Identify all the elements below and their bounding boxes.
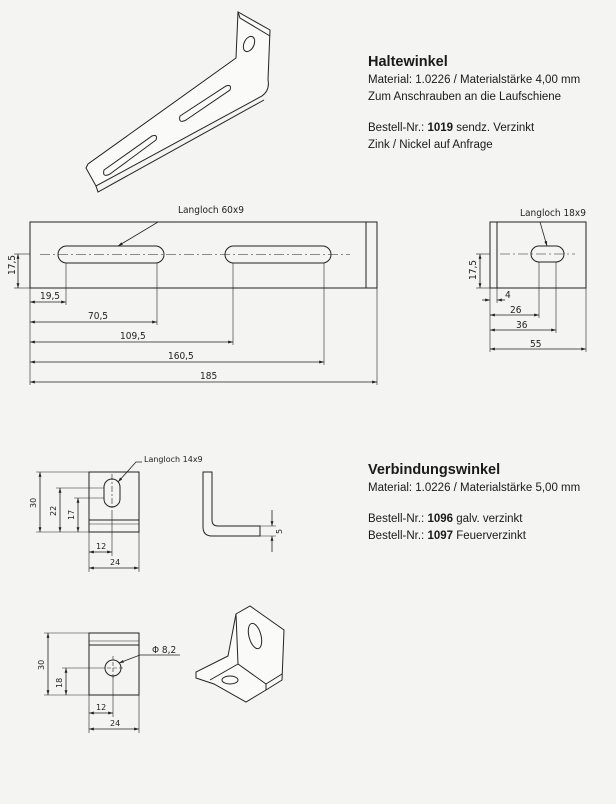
dim-vw1-30: 30: [29, 498, 38, 508]
verbindungswinkel-side-profile: [202, 471, 276, 552]
dim-4: 4: [505, 290, 511, 301]
label-hole-diameter: Φ 8,2: [152, 645, 176, 656]
dim-vw1-22: 22: [49, 506, 58, 516]
order-number: 1019: [427, 122, 454, 134]
order-number: 1096: [427, 513, 454, 525]
dim-36: 36: [516, 320, 528, 331]
verbindungswinkel-order-1: Bestell-Nr.: 1096 galv. verzinkt: [368, 511, 580, 528]
haltewinkel-front-view: [14, 221, 378, 385]
dim-side-17-5: 17,5: [468, 260, 479, 280]
order-prefix: Bestell-Nr.:: [368, 513, 428, 525]
dim-19-5: 19,5: [40, 291, 60, 302]
dim-vw2-30: 30: [37, 660, 46, 670]
dim-vw1-12: 12: [96, 542, 106, 551]
order-prefix: Bestell-Nr.:: [368, 122, 428, 134]
order-suffix: Feuerverzinkt: [453, 530, 526, 542]
dim-vw1-24: 24: [110, 558, 120, 567]
dim-vw1-17: 17: [67, 510, 76, 520]
haltewinkel-options: Zink / Nickel auf Anfrage: [368, 139, 493, 151]
dim-109-5: 109,5: [120, 331, 146, 342]
verbindungswinkel-hole-front-view: [44, 632, 180, 733]
dim-26: 26: [510, 305, 522, 316]
order-suffix: galv. verzinkt: [453, 513, 523, 525]
label-slot-60x9: Langloch 60x9: [178, 205, 244, 216]
dim-front-17-5: 17,5: [7, 255, 18, 275]
verbindungswinkel-order-2: Bestell-Nr.: 1097 Feuerverzinkt: [368, 528, 580, 545]
verbindungswinkel-title: Verbindungswinkel: [368, 462, 501, 478]
verbindungswinkel-iso-view: [195, 605, 285, 703]
dim-vw2-18: 18: [55, 678, 64, 688]
haltewinkel-mounting: Zum Anschrauben an die Laufschiene: [368, 91, 562, 103]
order-number: 1097: [427, 530, 454, 542]
haltewinkel-side-view: [476, 221, 587, 352]
haltewinkel-title: Haltewinkel: [368, 54, 448, 70]
haltewinkel-iso-view: [85, 11, 271, 193]
drawing-labels: Langloch 60x9 Langloch 18x9 Langloch 14x…: [7, 205, 586, 728]
haltewinkel-order: Bestell-Nr.: 1019 sendz. Verzinkt: [368, 120, 580, 137]
dim-vw1-5: 5: [275, 529, 284, 534]
dim-vw2-24: 24: [110, 719, 120, 728]
dim-70-5: 70,5: [88, 311, 108, 322]
dim-185: 185: [200, 371, 217, 382]
haltewinkel-material: Material: 1.0226 / Materialstärke 4,00 m…: [368, 74, 581, 86]
dim-vw2-12: 12: [96, 703, 106, 712]
order-prefix: Bestell-Nr.:: [368, 530, 428, 542]
verbindungswinkel-slot-front-view: [36, 461, 142, 572]
label-slot-18x9: Langloch 18x9: [520, 208, 586, 219]
verbindungswinkel-material: Material: 1.0226 / Materialstärke 5,00 m…: [368, 482, 581, 494]
haltewinkel-info: Haltewinkel Material: 1.0226 / Materials…: [368, 52, 580, 154]
label-slot-14x9: Langloch 14x9: [144, 455, 203, 464]
dim-160-5: 160,5: [168, 351, 194, 362]
order-suffix: sendz. Verzinkt: [453, 122, 535, 134]
verbindungswinkel-info: Verbindungswinkel Material: 1.0226 / Mat…: [368, 460, 580, 545]
dim-55: 55: [530, 339, 541, 350]
